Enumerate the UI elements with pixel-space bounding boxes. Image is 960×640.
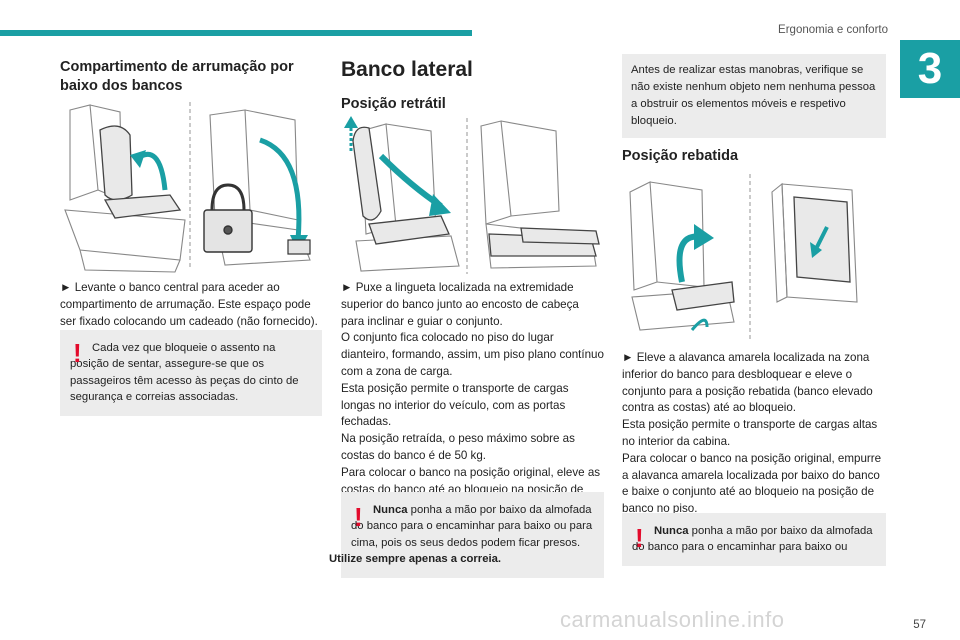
page-number: 57: [913, 619, 926, 631]
header-accent-bar: [0, 30, 472, 36]
folded-warning-text: ponha a mão por baixo da almofada do ban…: [632, 525, 873, 554]
warning-icon: !: [73, 338, 82, 368]
storage-illustration: [60, 100, 322, 275]
retract-illustration: [341, 116, 604, 276]
storage-warning-box: ! Cada vez que bloqueie o assento na pos…: [60, 330, 322, 416]
warning-icon: !: [635, 523, 644, 553]
running-header: Ergonomia e conforto: [778, 24, 888, 36]
retract-step-1: ► Puxe a lingueta localizada na extremid…: [341, 281, 579, 328]
retract-heading: Posição retrátil: [341, 96, 446, 112]
folded-note-2: Para colocar o banco na posição original…: [622, 451, 882, 516]
folded-note-1: Esta posição permite o transporte de car…: [622, 418, 878, 448]
folded-warning-box: ! Nunca ponha a mão por baixo da almofad…: [622, 513, 886, 566]
chapter-tab: 3: [900, 40, 960, 98]
storage-warning-text: Cada vez que bloqueie o assento na posiç…: [70, 342, 299, 404]
retract-warning-box: ! Nunca ponha a mão por baixo da almofad…: [329, 492, 604, 578]
retract-warning-bold: Nunca: [373, 504, 408, 516]
warning-icon: !: [354, 502, 363, 532]
storage-heading: Compartimento de arrumação por baixo dos…: [60, 59, 294, 94]
retract-instructions: ► Puxe a lingueta localizada na extremid…: [341, 280, 604, 515]
retract-note-1: O conjunto fica colocado no piso do luga…: [341, 331, 604, 378]
watermark: carmanualsonline.info: [560, 607, 785, 632]
retract-warning-last: Utilize sempre apenas a correia.: [329, 553, 502, 566]
folded-heading: Posição rebatida: [622, 148, 739, 164]
folded-illustration: [622, 172, 886, 342]
retract-note-3: Na posição retraída, o peso máximo sobre…: [341, 432, 575, 462]
precaution-note: Antes de realizar estas manobras, verifi…: [622, 54, 886, 138]
storage-instruction: ► Levante o banco central para aceder ao…: [60, 281, 318, 328]
folded-instructions: ► Eleve a alavanca amarela localizada na…: [622, 350, 886, 518]
retract-note-2: Esta posição permite o transporte de car…: [341, 381, 569, 429]
folded-step-1: ► Eleve a alavanca amarela localizada na…: [622, 351, 873, 415]
retract-warning-text: ponha a mão por baixo da almofada do ban…: [351, 504, 593, 549]
section-title: Banco lateral: [341, 58, 473, 81]
folded-warning-bold: Nunca: [654, 525, 689, 537]
